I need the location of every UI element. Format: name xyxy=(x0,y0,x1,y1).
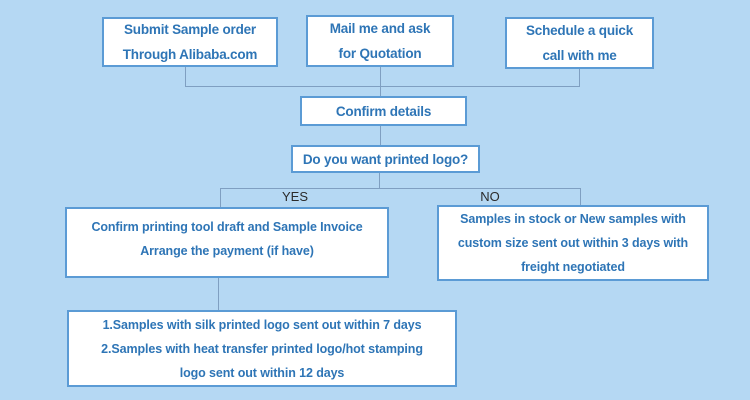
node-text-line: custom size sent out within 3 days with xyxy=(457,236,689,250)
connector-yes-branch-down xyxy=(220,188,221,207)
connector-confirm-to-question xyxy=(380,126,381,145)
node-text-line: call with me xyxy=(542,48,617,63)
node-schedule-call: Schedule a quick call with me xyxy=(505,17,654,69)
node-text-line: 2.Samples with heat transfer printed log… xyxy=(101,341,423,356)
node-no-outcome: Samples in stock or New samples with cus… xyxy=(437,205,709,281)
node-text-line: Samples in stock or New samples with xyxy=(460,212,686,226)
connector-branch-horizontal xyxy=(220,188,580,189)
connector-merge-to-confirm xyxy=(380,86,381,96)
connector-schedule-down xyxy=(579,69,580,86)
node-text-line: freight negotiated xyxy=(521,260,625,274)
node-yes-outcome: Confirm printing tool draft and Sample I… xyxy=(65,207,389,278)
node-text-line: Confirm details xyxy=(335,103,432,119)
connector-question-down xyxy=(379,173,380,188)
branch-label-yes: YES xyxy=(281,189,308,204)
node-text-line: Schedule a quick xyxy=(525,23,634,38)
node-text-line: 1.Samples with silk printed logo sent ou… xyxy=(102,317,422,332)
connector-no-branch-down xyxy=(580,188,581,205)
node-text-line: Confirm printing tool draft and Sample I… xyxy=(91,220,363,234)
node-mail-for-quotation: Mail me and ask for Quotation xyxy=(306,15,454,67)
node-text-line: Submit Sample order xyxy=(124,22,256,37)
node-text-line: Through Alibaba.com xyxy=(122,47,258,62)
node-text-line: Mail me and ask xyxy=(329,21,431,36)
connector-submit-down xyxy=(185,67,186,86)
node-confirm-details: Confirm details xyxy=(300,96,467,126)
node-text-line: for Quotation xyxy=(338,46,422,61)
node-printed-logo-question: Do you want printed logo? xyxy=(291,145,480,173)
connector-top-merge-horizontal xyxy=(185,86,580,87)
node-submit-sample-order: Submit Sample order Through Alibaba.com xyxy=(102,17,278,67)
branch-label-no: NO xyxy=(480,189,500,204)
connector-yes-to-timeline xyxy=(218,278,219,310)
node-logo-timeline: 1.Samples with silk printed logo sent ou… xyxy=(67,310,457,387)
node-text-line: Arrange the payment (if have) xyxy=(140,244,314,258)
connector-mail-down xyxy=(380,67,381,86)
node-text-line: logo sent out within 12 days xyxy=(179,365,345,380)
node-text-line: Do you want printed logo? xyxy=(302,151,469,167)
